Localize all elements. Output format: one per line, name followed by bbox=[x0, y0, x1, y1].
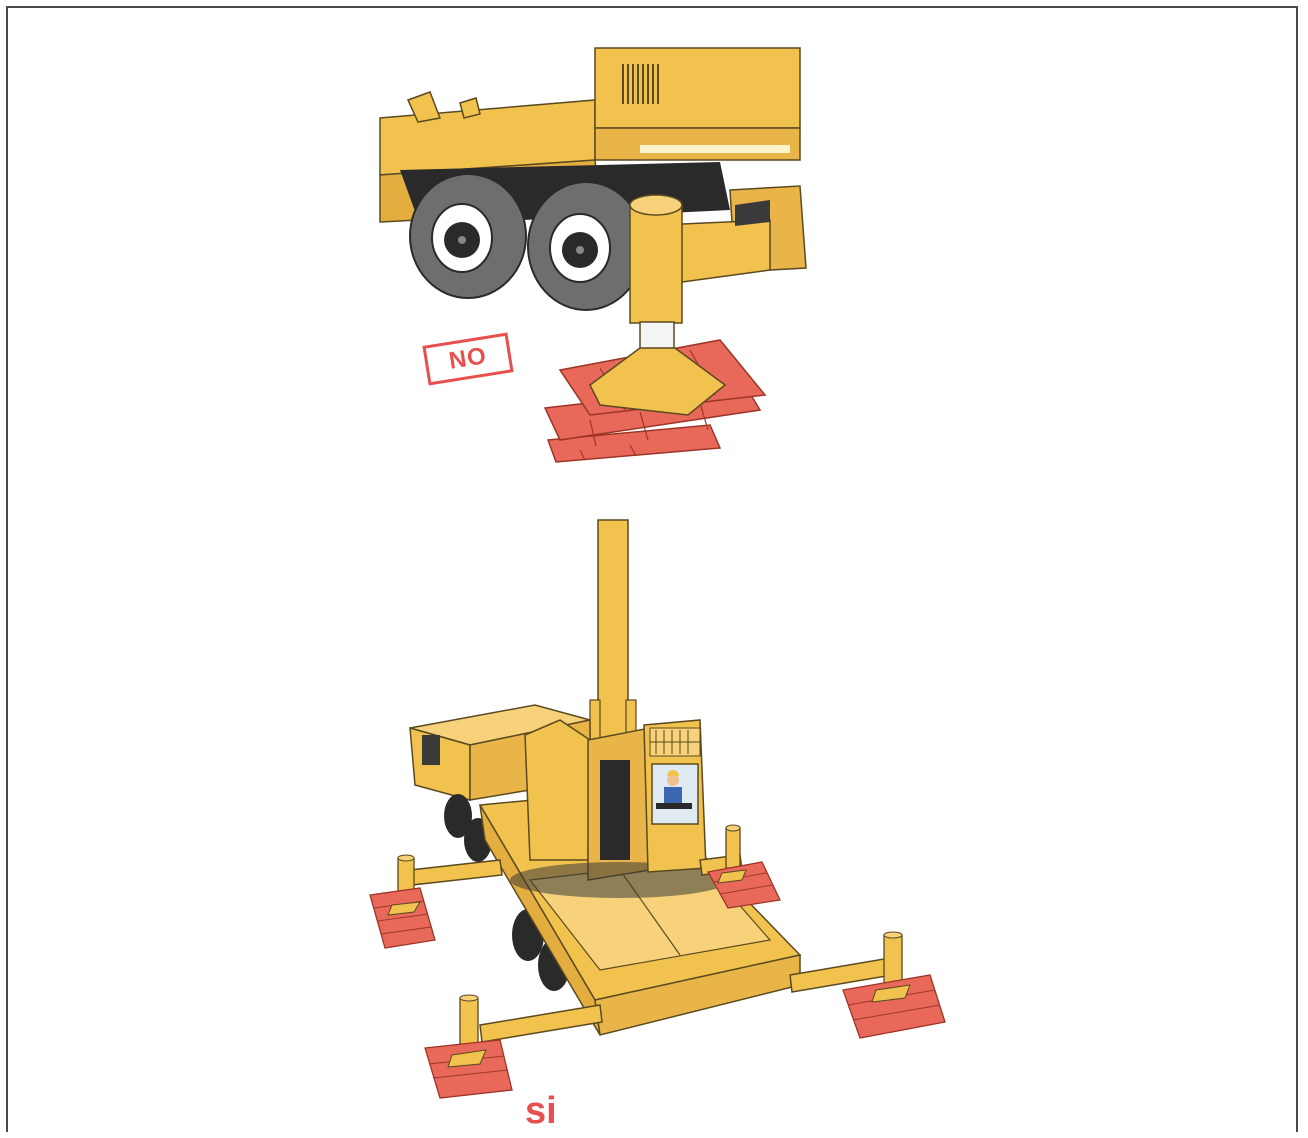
correct-label: si bbox=[525, 1092, 557, 1130]
crane-wrong-scene bbox=[380, 48, 806, 462]
outrigger-jack-top bbox=[630, 195, 682, 362]
operator-cab bbox=[644, 720, 706, 872]
crane-correct-scene bbox=[370, 520, 945, 1098]
unstable-block-stack bbox=[545, 340, 765, 462]
